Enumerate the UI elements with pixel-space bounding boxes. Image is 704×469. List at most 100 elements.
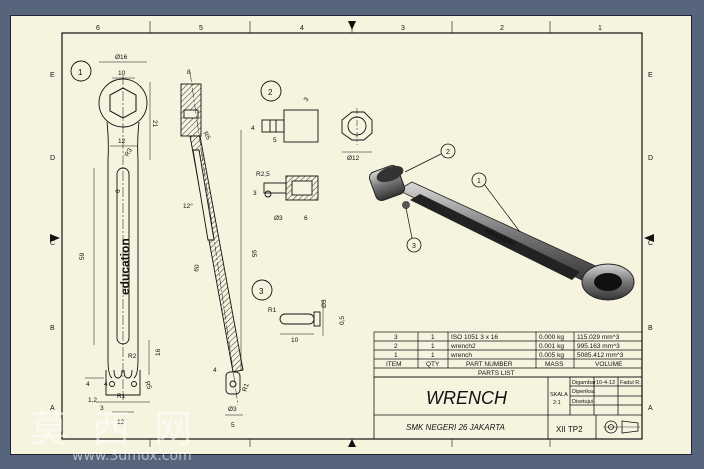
skala-label: SKALA xyxy=(550,392,568,398)
diperiksa-label: Diperiksa xyxy=(572,389,596,395)
wrench-isometric: education 2 1 3 xyxy=(368,143,635,301)
iso-balloon-2: 2 xyxy=(446,149,450,156)
socket-dimensions: 2 4 5 R2,5 3 Ø3 6 3 Ø12 xyxy=(251,88,360,222)
header-mass: MASS xyxy=(545,361,564,368)
dim-label: 3 xyxy=(303,96,311,103)
digambar-date: 10-4-13 xyxy=(596,380,615,386)
dim-label: Ø3 xyxy=(228,406,237,413)
title-block-fields: SKALA 2:1 Digambar 10-4-13 Fadul R. Dipe… xyxy=(550,380,641,406)
balloon-1 xyxy=(70,60,92,82)
cell-volume: 115.029 mm^3 xyxy=(577,334,620,341)
zone-numbers-top: 6 5 4 3 2 1 xyxy=(96,25,602,32)
zone-letter: E xyxy=(648,72,653,79)
dim-label: 10 xyxy=(291,337,299,344)
zone-letter: C xyxy=(648,240,653,247)
zone-letter: D xyxy=(648,155,653,162)
dim-label: 12° xyxy=(183,202,193,210)
zone-number: 2 xyxy=(500,25,504,32)
socket-views xyxy=(260,80,373,201)
parts-list-text: 3 1 ISO 1051 3 x 16 0.000 kg 115.029 mm^… xyxy=(386,334,624,377)
dim-label: R1 xyxy=(268,307,277,314)
cell-part: wrench2 xyxy=(450,343,476,350)
watermark-url: www.3dmox.com xyxy=(72,448,192,464)
zone-letters-right: E D C B A xyxy=(648,72,653,412)
class-label: XII TP2 xyxy=(556,425,583,434)
dim-label: 95 xyxy=(250,250,257,258)
dim-label: R5 xyxy=(201,131,211,142)
zone-letters-left: E D C B A xyxy=(50,72,55,412)
pin-dimensions: 3 R1 10 Ø3 0,5 xyxy=(259,287,346,344)
drawing-title: WRENCH xyxy=(426,388,508,408)
dim-label: 0,5 xyxy=(339,316,346,325)
dim-label: 6 xyxy=(304,215,308,222)
zone-number: 6 xyxy=(96,25,100,32)
header-part: PART NUMBER xyxy=(466,361,513,368)
balloon-3-label: 3 xyxy=(259,287,264,296)
header-item: ITEM xyxy=(386,361,402,368)
dim-label: Ø12 xyxy=(347,155,360,162)
dim-label: 12 xyxy=(118,138,126,145)
dim-label: R2,5 xyxy=(256,171,270,178)
header-qty: QTY xyxy=(426,361,440,368)
inner-border xyxy=(61,32,643,440)
dim-label: 59 xyxy=(79,252,86,260)
dim-label: R5 xyxy=(143,380,153,391)
digambar-label: Digambar xyxy=(572,380,596,386)
title-block xyxy=(373,376,643,440)
balloon-3 xyxy=(251,279,273,301)
front-view-dimensions: Ø16 10 21 12 R3 6 59 16 R2 R5 4 4 1,2 3 … xyxy=(79,54,162,426)
balloon-1-label: 1 xyxy=(78,68,83,77)
zone-letter: C xyxy=(50,240,55,247)
cell-volume: 995.163 mm^3 xyxy=(577,343,620,350)
dim-label: 3 xyxy=(253,190,257,197)
watermark-cn: 莫 西 网 xyxy=(30,407,199,451)
zone-letter: B xyxy=(648,325,653,332)
zone-letter: B xyxy=(50,325,55,332)
zone-number: 5 xyxy=(199,25,203,32)
dim-label: 4 xyxy=(251,125,255,132)
cell-part: wrench xyxy=(450,352,472,359)
cell-item: 3 xyxy=(394,334,398,341)
parts-list xyxy=(373,331,643,378)
dim-label: Ø16 xyxy=(115,54,128,61)
cell-volume: 5085.412 mm^3 xyxy=(577,352,624,359)
disetujui-label: Disetujui xyxy=(572,399,593,405)
pin-views xyxy=(251,279,324,336)
cell-qty: 1 xyxy=(431,352,435,359)
dim-label: 4 xyxy=(86,381,90,388)
zone-letter: D xyxy=(50,155,55,162)
dim-label: 60 xyxy=(193,264,201,273)
dim-label: 3 xyxy=(100,405,104,412)
dim-label: R3 xyxy=(124,147,134,158)
dim-label: 6 xyxy=(115,189,122,193)
dim-label: 4 xyxy=(104,381,108,388)
cell-mass: 0.005 kg xyxy=(539,352,564,359)
skala-value: 2:1 xyxy=(553,400,561,406)
school-name: SMK NEGERI 26 JAKARTA xyxy=(406,423,505,432)
iso-balloon-1: 1 xyxy=(477,178,481,185)
cell-qty: 1 xyxy=(431,343,435,350)
dim-label: Ø3 xyxy=(274,215,283,222)
cell-part: ISO 1051 3 x 16 xyxy=(451,334,498,341)
cell-item: 2 xyxy=(394,343,398,350)
zone-letter: A xyxy=(648,405,653,412)
dim-label: 12 xyxy=(117,419,125,426)
cell-item: 1 xyxy=(394,352,398,359)
part-text-education: education xyxy=(118,238,132,295)
zone-letter: E xyxy=(50,72,55,79)
side-view-dimensions: 8 R5 12° 95 60 R1 Ø3 5 4 xyxy=(183,69,257,429)
zone-number: 1 xyxy=(598,25,602,32)
iso-balloon-3: 3 xyxy=(412,243,416,250)
dim-label: R1 xyxy=(117,393,126,400)
dim-label: 10 xyxy=(118,70,126,77)
dim-label: R2 xyxy=(128,353,137,360)
zone-number: 3 xyxy=(401,25,405,32)
dim-label: 5 xyxy=(231,422,235,429)
dim-label: 4 xyxy=(213,367,217,374)
zone-letter: A xyxy=(50,405,55,412)
dim-label: 21 xyxy=(151,120,158,128)
dim-label: 8 xyxy=(187,69,191,76)
wrench-side-view xyxy=(180,71,244,416)
